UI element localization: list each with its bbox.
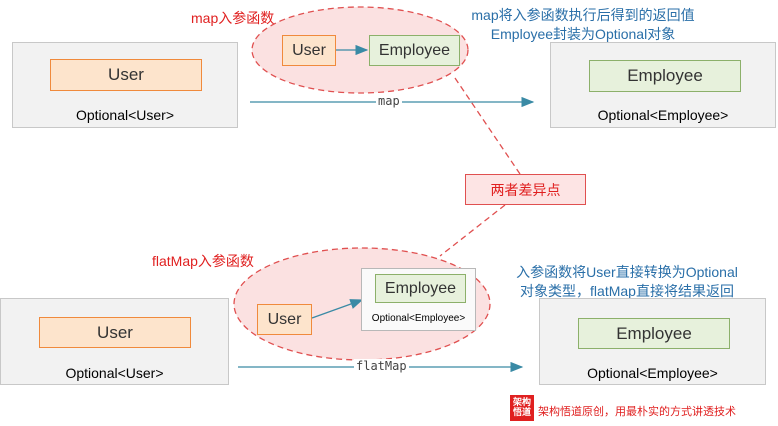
top-ellipse-employee-box: Employee — [369, 35, 460, 66]
brand-logo-line1: 架构 — [512, 397, 531, 407]
bottom-user-to-optional-arrow — [311, 299, 364, 319]
bottom-flatmap-param-label: flatMap入参函数 — [152, 253, 254, 269]
bottom-right-employee-box: Employee — [578, 318, 730, 349]
top-map-param-label: map入参函数 — [191, 10, 275, 26]
bottom-ellipse-user-box: User — [257, 304, 312, 335]
top-ellipse-user-box: User — [282, 35, 336, 66]
top-right-optional-employee: Employee Optional<Employee> — [550, 42, 776, 128]
top-map-arrow-label: map — [376, 94, 402, 108]
top-left-user-box: User — [50, 59, 202, 91]
bottom-annotation: 入参函数将User直接转换为Optional 对象类型，flatMap直接将结果… — [503, 263, 751, 301]
top-annotation-line2: Employee封装为Optional对象 — [490, 26, 676, 42]
top-annotation-line1: map将入参函数执行后得到的返回值 — [471, 7, 695, 23]
bottom-ellipse-optional-caption: Optional<Employee> — [371, 313, 466, 324]
diff-to-bottom-connector — [439, 204, 506, 257]
brand-logo-line2: 悟道 — [512, 407, 531, 417]
top-right-employee-box: Employee — [589, 60, 741, 92]
top-annotation: map将入参函数执行后得到的返回值 Employee封装为Optional对象 — [468, 6, 698, 44]
top-left-caption: Optional<User> — [75, 107, 175, 123]
bottom-annotation-line1: 入参函数将User直接转换为Optional — [516, 264, 738, 280]
bottom-flatmap-arrow-label: flatMap — [354, 359, 409, 373]
brand-logo: 架构 悟道 — [510, 395, 534, 421]
bottom-ellipse-optional-employee: Employee Optional<Employee> — [361, 268, 476, 331]
difference-point-box: 两者差异点 — [465, 174, 586, 205]
bottom-left-caption: Optional<User> — [65, 365, 164, 381]
bottom-right-caption: Optional<Employee> — [587, 365, 718, 381]
bottom-ellipse-employee-box: Employee — [375, 274, 466, 303]
top-to-diff-connector — [454, 77, 521, 175]
bottom-annotation-line2: 对象类型，flatMap直接将结果返回 — [520, 283, 734, 299]
bottom-left-user-box: User — [39, 317, 191, 348]
footer-slogan: 架构悟道原创，用最朴实的方式讲透技术 — [538, 406, 736, 418]
top-left-optional-user: User Optional<User> — [12, 42, 238, 128]
bottom-right-optional-employee: Employee Optional<Employee> — [539, 298, 766, 385]
top-right-caption: Optional<Employee> — [597, 107, 729, 123]
bottom-left-optional-user: User Optional<User> — [0, 298, 229, 385]
